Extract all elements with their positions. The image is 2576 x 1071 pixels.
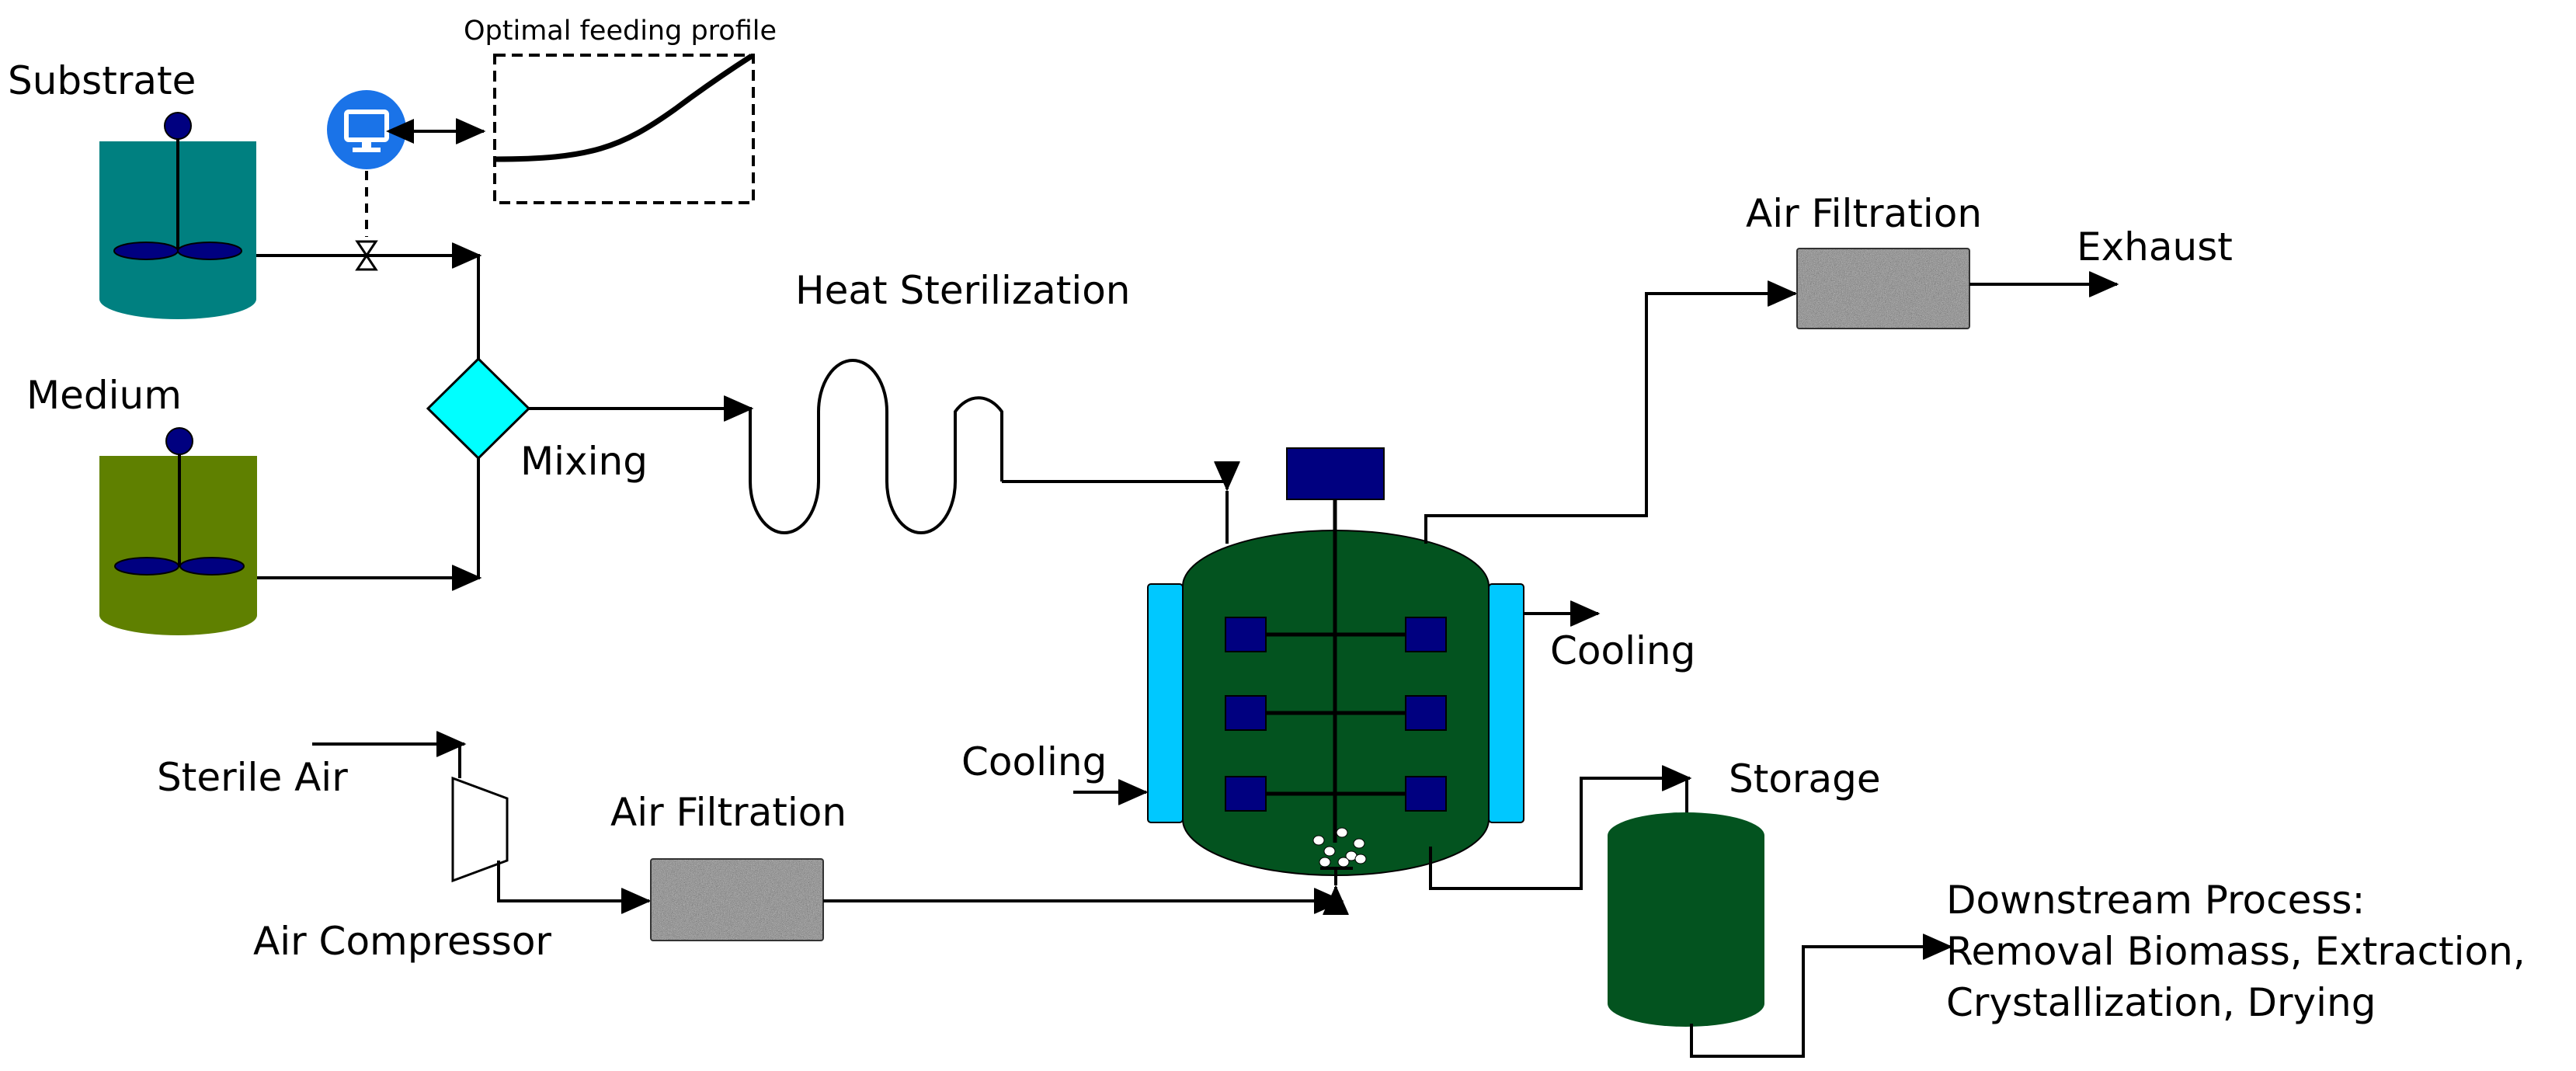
impeller: [114, 557, 245, 575]
impeller: [113, 242, 242, 260]
harvest-line: [1429, 778, 1690, 890]
cooling-label-left: Cooling: [961, 739, 1107, 784]
substrate-label: Substrate: [8, 58, 196, 103]
feeding-curve: [494, 54, 753, 162]
air-filter-top: [1796, 248, 1970, 329]
medium-tank: [99, 427, 257, 635]
cooling-jacket-right: [1488, 583, 1524, 823]
medium-label: Medium: [26, 373, 182, 418]
mixing-label: Mixing: [520, 439, 648, 484]
downstream-label-line3: Crystallization, Drying: [1946, 980, 2376, 1025]
feeding-profile-label: Optimal feeding profile: [464, 16, 777, 47]
motor-knob: [165, 427, 193, 455]
air-filtration-top-label: Air Filtration: [1746, 191, 1982, 236]
downstream-label-line1: Downstream Process:: [1946, 878, 2365, 923]
air-compressor-label: Air Compressor: [253, 919, 551, 964]
impeller-arms: [1244, 632, 1427, 796]
fermenter: [1147, 447, 1524, 885]
storage-tank: [1608, 812, 1764, 1027]
motor-knob: [164, 112, 192, 140]
sterilized-feed-line: [1002, 482, 1227, 489]
substrate-tank: [99, 112, 256, 319]
downstream-label-line2: Removal Biomass, Extraction,: [1946, 929, 2526, 974]
air-filter-bottom: [650, 858, 824, 941]
downstream-line: [1690, 947, 1951, 1058]
heat-sterilization-label: Heat Sterilization: [795, 268, 1131, 313]
agitator-motor: [1286, 447, 1385, 500]
valve-icon: [355, 240, 378, 271]
exhaust-line: [1424, 294, 1796, 544]
air-filtration-bottom-label: Air Filtration: [610, 790, 846, 835]
impeller-blades: [1225, 617, 1447, 812]
exhaust-label: Exhaust: [2077, 224, 2233, 269]
mixing-diamond: [426, 356, 531, 461]
air-compressor: [451, 776, 509, 883]
computer-monitor-icon: [327, 90, 406, 169]
storage-label: Storage: [1729, 756, 1881, 802]
air-sparger: [1312, 827, 1367, 885]
cooling-jacket-left: [1147, 583, 1184, 823]
feeding-profile-plot: [493, 54, 755, 204]
sterile-air-to-fermenter: [823, 887, 1336, 901]
compressor-outlet: [497, 861, 649, 901]
sterile-air-label: Sterile Air: [157, 755, 348, 800]
cooling-label-right: Cooling: [1550, 628, 1695, 673]
heat-sterilization-coil: [749, 359, 1003, 534]
